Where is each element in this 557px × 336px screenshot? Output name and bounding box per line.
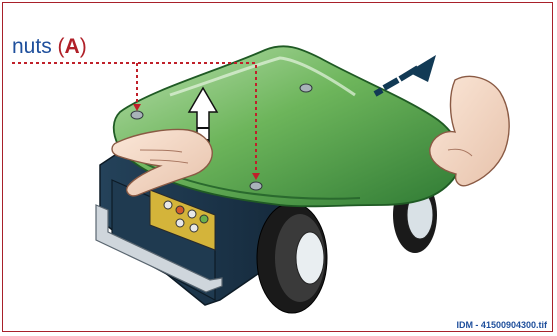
rear-wheel — [257, 203, 327, 313]
callout-close-bracket: ) — [80, 35, 87, 58]
nut-right — [250, 182, 262, 190]
callout-label: nuts (A) — [12, 36, 87, 57]
callout-open-bracket: ( — [58, 35, 65, 58]
nut-top — [300, 84, 312, 92]
callout-label-text: nuts — [12, 35, 58, 58]
nut-left — [131, 111, 143, 119]
callout-reference-letter: A — [65, 35, 80, 58]
image-caption: IDM - 41500904300.tif — [456, 320, 547, 330]
direction-arrow-icon — [375, 55, 436, 94]
